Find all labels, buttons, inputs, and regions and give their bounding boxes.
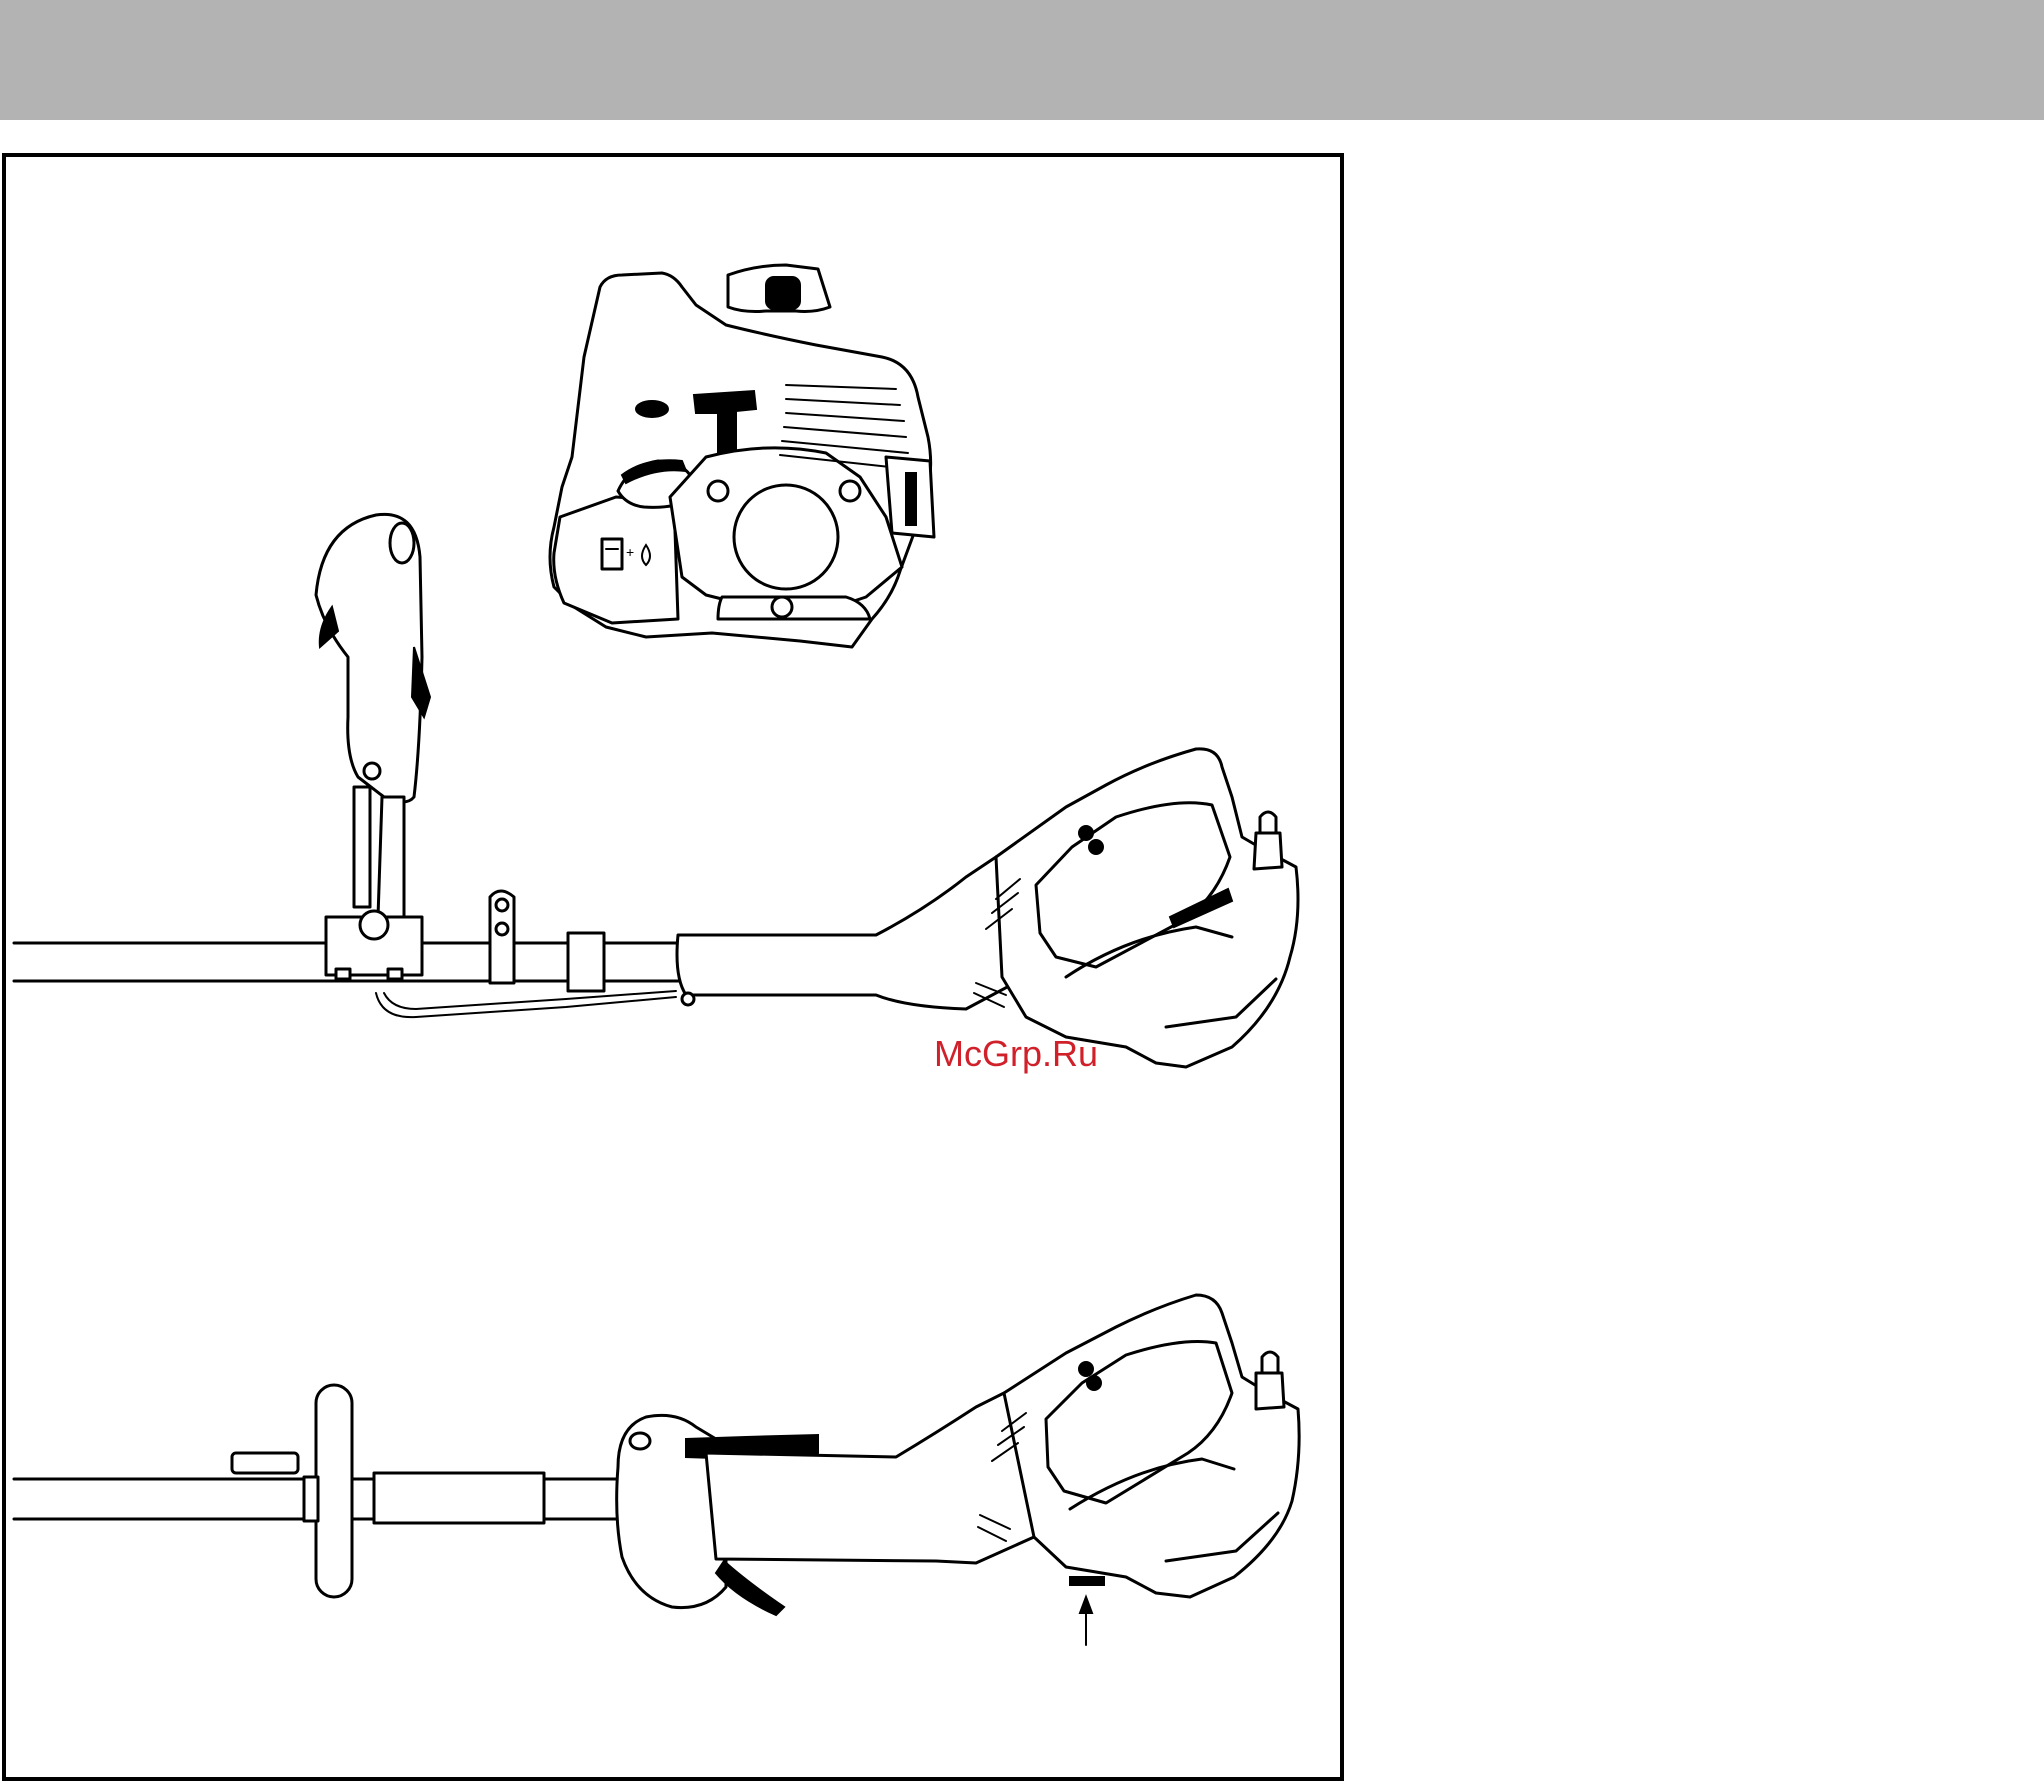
engine-front-illustration: + [550, 265, 934, 647]
header-band [0, 0, 2044, 120]
figure-frame: + [2, 153, 1344, 1781]
svg-text:+: + [626, 544, 634, 560]
watermark-text: McGrp.Ru [934, 1033, 1098, 1075]
arrow-up-icon [1080, 1597, 1092, 1645]
trimmer-bike-handle-illustration [14, 1295, 1299, 1615]
